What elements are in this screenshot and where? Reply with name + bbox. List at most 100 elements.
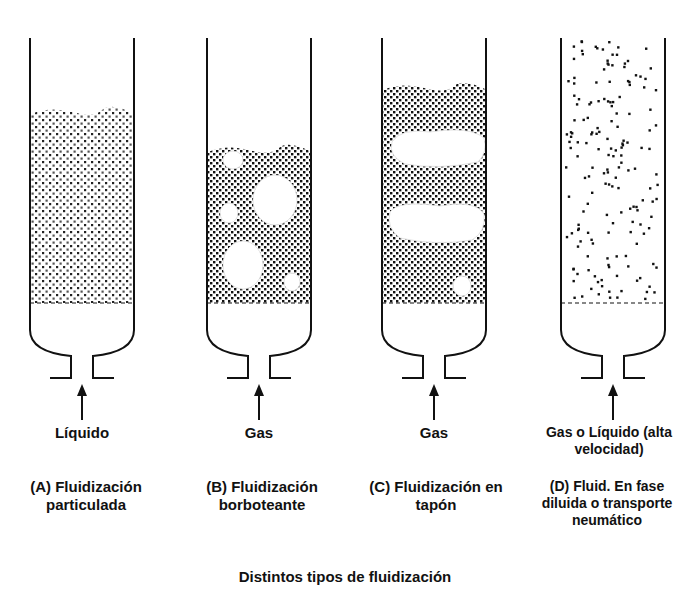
particle — [628, 113, 630, 115]
particle — [601, 279, 603, 281]
particle — [567, 80, 569, 82]
particle — [588, 103, 590, 105]
particle — [601, 285, 603, 287]
particle — [602, 48, 604, 50]
particle — [616, 54, 618, 56]
particle — [607, 264, 609, 266]
type-label: (D) Fluid. En fase diluida o transporte … — [535, 478, 679, 528]
flow-arrow — [258, 392, 260, 420]
particle — [629, 84, 631, 86]
particle — [648, 148, 650, 150]
tube-wall — [561, 38, 602, 378]
particle — [597, 281, 599, 283]
particle — [590, 288, 592, 290]
particle — [609, 101, 611, 103]
fluid-label: Gas — [384, 424, 484, 442]
particle — [620, 211, 622, 213]
particle — [615, 177, 617, 179]
particle — [615, 149, 617, 151]
fluid-label: Líquido — [22, 424, 142, 442]
arrow-head — [254, 384, 264, 396]
gas-bubble — [223, 151, 243, 169]
particle — [573, 95, 575, 97]
particle — [587, 203, 589, 205]
particle — [616, 126, 618, 128]
particle — [581, 40, 583, 42]
particle — [603, 172, 605, 174]
particle — [624, 62, 626, 64]
particle — [596, 127, 598, 129]
particle — [576, 155, 578, 157]
particle — [652, 263, 654, 265]
particle — [585, 142, 587, 144]
particle — [632, 206, 634, 208]
particle — [583, 119, 585, 121]
particle — [627, 265, 629, 267]
figure-caption: Distintos tipos de fluidización — [165, 568, 525, 586]
particle — [640, 147, 642, 149]
particle — [656, 184, 658, 186]
particle — [610, 147, 612, 149]
type-label: (A) Fluidización particulada — [11, 478, 161, 514]
particle — [617, 46, 619, 48]
particle — [655, 124, 657, 126]
particle — [572, 268, 574, 270]
particle — [655, 266, 657, 268]
gas-slug — [391, 130, 485, 167]
particle — [620, 154, 622, 156]
particle — [648, 286, 650, 288]
particle — [609, 81, 611, 83]
type-label: (C) Fluidización en tapón — [361, 478, 511, 514]
particle — [577, 224, 579, 226]
particle — [573, 280, 575, 282]
particle — [587, 269, 589, 271]
particle — [606, 257, 608, 259]
particle — [566, 236, 568, 238]
particle — [581, 295, 583, 297]
particle — [636, 243, 638, 245]
particle — [627, 169, 629, 171]
particle — [644, 78, 646, 80]
particle-bed — [208, 145, 310, 303]
particle — [616, 275, 618, 277]
particle — [611, 105, 613, 107]
particle — [573, 45, 575, 47]
distributor-plate — [382, 302, 486, 303]
particle — [629, 208, 631, 210]
particle — [606, 60, 608, 62]
particle — [649, 129, 651, 131]
tube-wall — [445, 38, 486, 378]
particle — [646, 291, 648, 293]
particle — [588, 175, 590, 177]
particle — [595, 133, 597, 135]
particle — [606, 214, 608, 216]
particle — [639, 223, 641, 225]
particle — [590, 239, 592, 241]
particle — [610, 120, 612, 122]
fluid-label: Gas — [209, 424, 309, 442]
particle — [576, 103, 578, 105]
particle — [587, 255, 589, 257]
particle — [611, 64, 613, 66]
particle — [608, 266, 610, 268]
particle — [642, 199, 644, 201]
particle — [606, 168, 608, 170]
gas-bubble — [253, 175, 297, 225]
particle — [636, 280, 638, 282]
tube-wall — [93, 38, 134, 378]
particle — [612, 101, 614, 103]
particle — [612, 222, 614, 224]
particle — [652, 200, 654, 202]
particle — [606, 138, 608, 140]
particle — [636, 209, 638, 211]
particle — [581, 50, 583, 52]
particle — [595, 81, 597, 83]
particle — [573, 58, 575, 60]
particle — [579, 240, 581, 242]
particle — [655, 89, 657, 91]
tube-wall — [270, 38, 311, 378]
particle — [643, 86, 645, 88]
particle — [570, 136, 572, 138]
particle — [627, 60, 629, 62]
particle — [622, 140, 624, 142]
